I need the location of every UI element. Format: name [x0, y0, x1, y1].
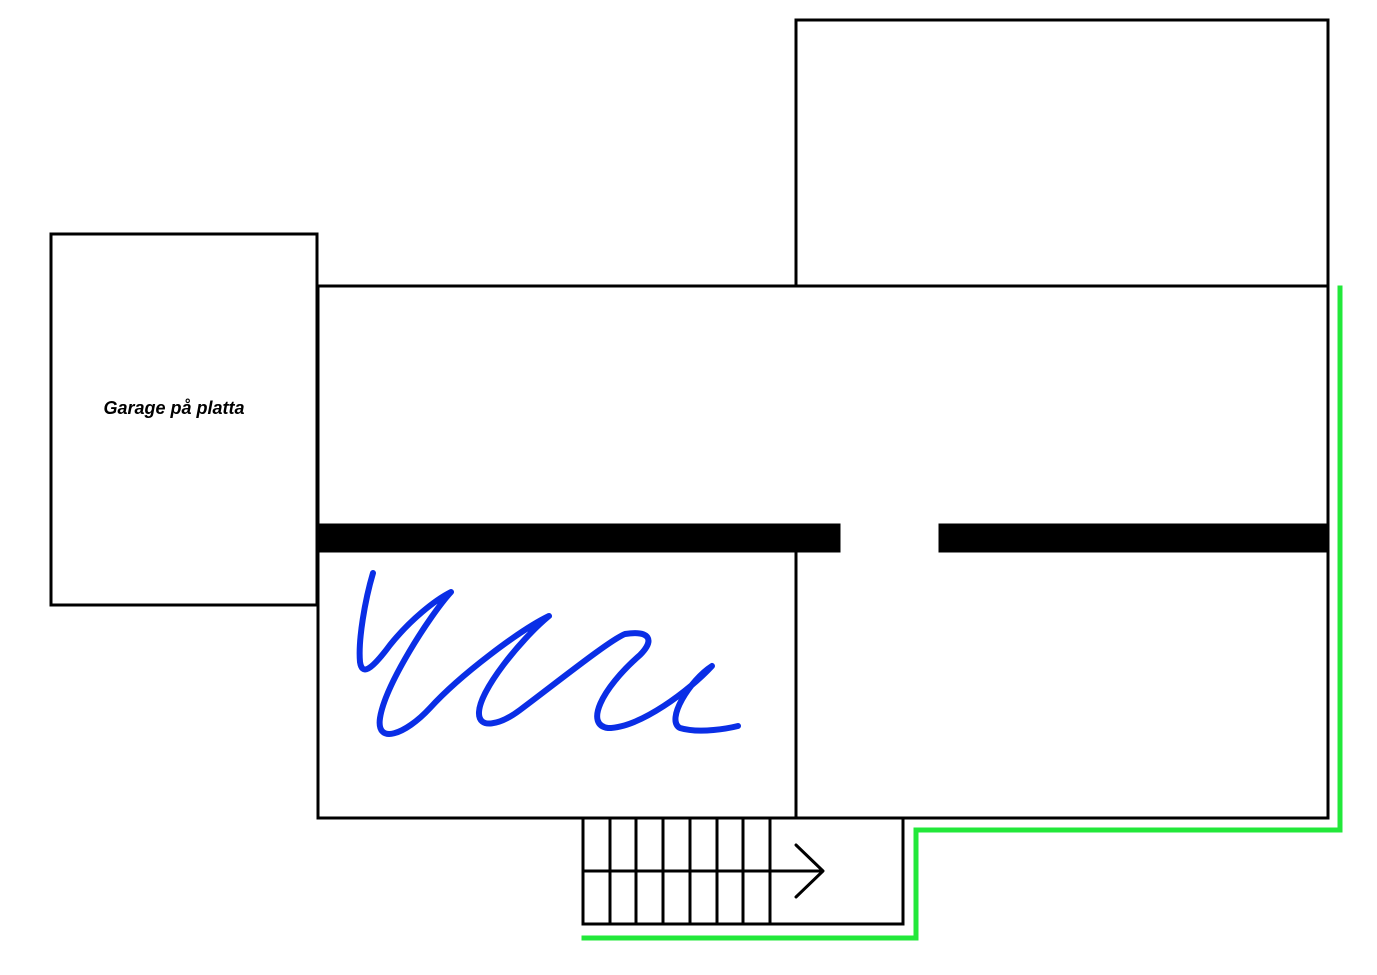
stair: [581, 816, 905, 926]
garage-outline: [49, 232, 319, 607]
thick-wall-left: [317, 523, 841, 553]
arrow-right-icon: [794, 843, 825, 899]
scribble-marking: [356, 570, 741, 737]
garage-label: Garage på platta: [103, 398, 244, 418]
thick-wall-right: [938, 523, 1328, 553]
upper-right-room: [794, 18, 1330, 288]
green-boundary-line: [581, 285, 1343, 941]
stair-steps: [608, 818, 772, 924]
